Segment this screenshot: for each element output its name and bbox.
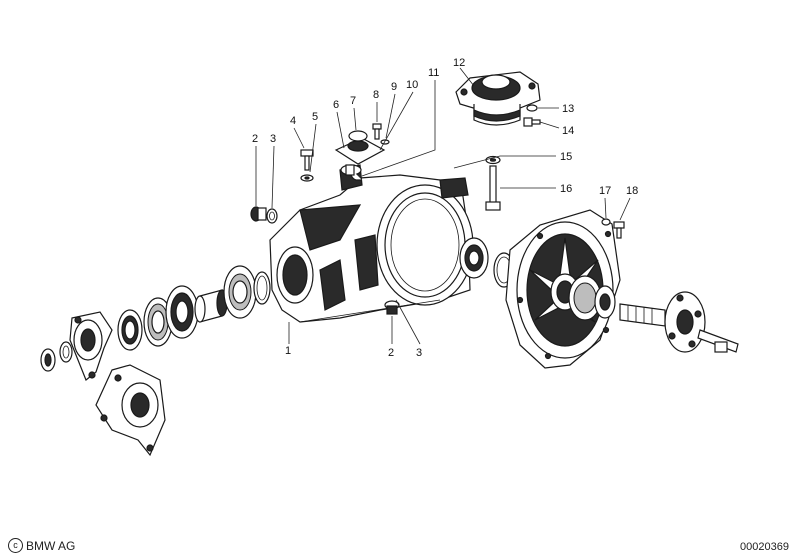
radial-seal-right [459,237,489,279]
breather-pipe [345,164,362,181]
rubber-mount [455,71,541,126]
leader-lines [255,67,631,345]
callout-15: 15 [560,151,572,163]
callout-8: 8 [373,89,379,101]
bolt-4 [300,149,314,171]
brand-name: BMW AG [26,538,76,553]
callout-18: 18 [626,185,638,197]
callout-2-upper: 2 [252,133,258,145]
lock-nut [40,348,56,372]
callout-17: 17 [599,185,611,197]
output-shaft-bearing [568,275,616,321]
differential-housing [269,164,474,323]
washer-17 [601,218,611,226]
callout-12: 12 [453,57,465,69]
housing-cover [505,209,621,369]
plug-lower [384,300,400,315]
callout-7: 7 [350,95,356,107]
washer-15 [485,155,501,165]
washer-5 [300,174,314,182]
callout-1: 1 [285,345,291,357]
callout-3-upper: 3 [270,133,276,145]
sealing-ring-upper [266,208,278,224]
o-ring-left [253,271,271,305]
callout-14: 14 [562,125,574,137]
callout-16: 16 [560,183,572,195]
spacer-sleeve [194,289,228,323]
callout-5: 5 [312,111,318,123]
copyright-notice: c BMW AG [8,538,75,553]
copyright-icon: c [8,538,23,553]
bolt-14 [523,117,541,127]
callout-2-lower: 2 [388,347,394,359]
callout-11: 11 [428,67,439,79]
callout-9: 9 [391,81,397,93]
thrust-washer [59,341,73,363]
cover-plate [334,130,386,165]
plug-upper [250,206,267,222]
callout-10: 10 [406,79,418,91]
callout-3-lower: 3 [416,347,422,359]
callout-4: 4 [290,115,296,127]
screw-18 [613,221,625,239]
washer-13 [526,104,538,112]
bolt-8 [372,123,382,140]
output-flange-front [69,311,113,381]
callout-6: 6 [333,99,339,111]
output-flange-rear [95,364,166,457]
callout-13: 13 [562,103,574,115]
taper-roller-bearing-inner [165,285,199,339]
ball-bearing [223,265,257,319]
drawing-number: 00020369 [740,541,789,553]
output-shaft [619,291,739,353]
shaft-seal [117,309,143,351]
taper-roller-bearing-outer [143,297,173,347]
bolt-16 [485,165,501,211]
callout-labels: 1 2 3 4 5 6 7 8 9 10 11 12 13 14 15 16 1… [252,57,638,359]
